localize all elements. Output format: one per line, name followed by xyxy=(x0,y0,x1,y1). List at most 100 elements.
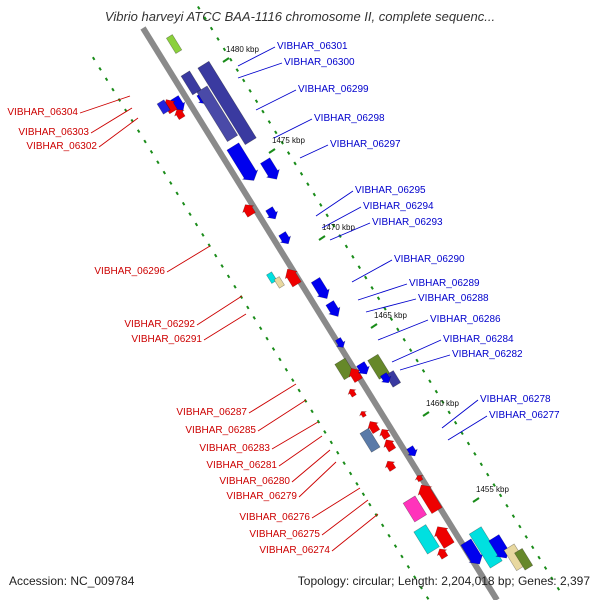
forward-leader-line xyxy=(377,319,429,341)
gene-feature[interactable] xyxy=(196,85,239,142)
forward-gene-label[interactable]: VIBHAR_06286 xyxy=(430,314,501,325)
gene-feature[interactable] xyxy=(197,60,257,146)
reverse-dot-track xyxy=(303,398,308,403)
gene-box xyxy=(402,495,428,523)
gene-feature[interactable] xyxy=(402,495,428,523)
forward-gene-label[interactable]: VIBHAR_06297 xyxy=(330,139,401,150)
reverse-gene-label[interactable]: VIBHAR_06275 xyxy=(249,529,320,540)
reverse-gene-label[interactable]: VIBHAR_06291 xyxy=(131,334,202,345)
dotted-tracks xyxy=(91,5,561,600)
reverse-gene-label[interactable]: VIBHAR_06303 xyxy=(18,127,89,138)
forward-gene-label[interactable]: VIBHAR_06300 xyxy=(284,57,355,68)
forward-dot-track xyxy=(518,524,522,529)
gene-box xyxy=(197,60,257,146)
gene-feature[interactable] xyxy=(459,538,486,569)
forward-gene-label[interactable]: VIBHAR_06298 xyxy=(314,113,385,124)
gene-arrow xyxy=(310,276,330,299)
kbp-label: 1460 kbp xyxy=(426,399,459,408)
gene-feature[interactable] xyxy=(156,99,171,115)
forward-leader-line xyxy=(321,206,362,229)
gene-feature[interactable] xyxy=(310,276,333,302)
forward-gene-label[interactable]: VIBHAR_06288 xyxy=(418,293,489,304)
gene-feature[interactable] xyxy=(431,522,456,549)
forward-gene-label[interactable]: VIBHAR_06278 xyxy=(480,394,551,405)
gene-feature[interactable] xyxy=(282,265,303,288)
gene-arrow xyxy=(356,361,370,375)
forward-gene-label[interactable]: VIBHAR_06299 xyxy=(298,84,369,95)
gene-feature[interactable] xyxy=(346,365,364,384)
gene-arrow xyxy=(434,526,455,549)
gene-feature[interactable] xyxy=(266,271,278,284)
gene-feature[interactable] xyxy=(334,336,348,350)
reverse-gene-label[interactable]: VIBHAR_06304 xyxy=(7,107,78,118)
reverse-dot-track xyxy=(111,87,115,92)
gene-feature[interactable] xyxy=(264,206,281,223)
forward-gene-label[interactable]: VIBHAR_06295 xyxy=(355,185,426,196)
gene-feature[interactable] xyxy=(240,201,257,218)
gene-feature[interactable] xyxy=(435,546,450,560)
gene-feature[interactable] xyxy=(413,524,440,555)
reverse-gene-label[interactable]: VIBHAR_06279 xyxy=(226,491,297,502)
gene-feature[interactable] xyxy=(383,458,398,472)
reverse-gene-label[interactable]: VIBHAR_06276 xyxy=(239,512,310,523)
gene-feature[interactable] xyxy=(385,370,402,388)
forward-dot-track xyxy=(389,317,394,321)
reverse-dot-track xyxy=(201,232,205,237)
gene-feature[interactable] xyxy=(259,157,283,184)
forward-gene-label[interactable]: VIBHAR_06293 xyxy=(372,217,443,228)
gene-feature[interactable] xyxy=(346,387,358,399)
forward-dot-track xyxy=(319,203,323,207)
forward-gene-label[interactable]: VIBHAR_06294 xyxy=(363,201,434,212)
forward-leader-line xyxy=(351,259,393,283)
gene-feature[interactable] xyxy=(414,481,443,515)
gene-feature[interactable] xyxy=(324,300,343,320)
reverse-gene-label[interactable]: VIBHAR_06296 xyxy=(94,266,165,277)
reverse-dot-track xyxy=(98,67,102,71)
gene-feature[interactable] xyxy=(358,409,368,418)
forward-leader-line xyxy=(299,144,329,159)
gene-feature[interactable] xyxy=(405,445,420,459)
reverse-gene-label[interactable]: VIBHAR_06283 xyxy=(199,443,270,454)
forward-gene-label[interactable]: VIBHAR_06301 xyxy=(277,41,348,52)
forward-dot-track xyxy=(203,16,207,21)
gene-feature[interactable] xyxy=(414,473,425,483)
gene-feature[interactable] xyxy=(180,70,202,96)
reverse-gene-label[interactable]: VIBHAR_06285 xyxy=(185,425,256,436)
gene-arrow xyxy=(379,429,391,440)
reverse-gene-label[interactable]: VIBHAR_06292 xyxy=(124,319,195,330)
gene-feature[interactable] xyxy=(377,426,392,440)
reverse-dot-track xyxy=(214,253,218,258)
gene-feature[interactable] xyxy=(172,106,187,121)
gene-feature[interactable] xyxy=(365,418,382,435)
gene-feature[interactable] xyxy=(355,360,372,377)
forward-gene-label[interactable]: VIBHAR_06290 xyxy=(394,254,465,265)
forward-dot-track xyxy=(486,472,490,477)
gene-feature[interactable] xyxy=(225,142,261,185)
topology-text: Topology: circular; Length: 2,204,018 bp… xyxy=(297,574,590,588)
gene-feature[interactable] xyxy=(514,547,534,571)
reverse-gene-label[interactable]: VIBHAR_06302 xyxy=(26,141,97,152)
reverse-dot-track xyxy=(258,326,263,331)
gene-feature[interactable] xyxy=(359,427,381,453)
forward-leader-line xyxy=(441,399,479,429)
forward-gene-label[interactable]: VIBHAR_06289 xyxy=(409,278,480,289)
reverse-gene-label[interactable]: VIBHAR_06274 xyxy=(259,545,330,556)
gene-feature[interactable] xyxy=(165,34,183,54)
reverse-gene-label[interactable]: VIBHAR_06287 xyxy=(176,407,247,418)
reverse-gene-label[interactable]: VIBHAR_06281 xyxy=(206,460,277,471)
reverse-dot-track xyxy=(181,201,186,206)
gene-feature[interactable] xyxy=(379,372,394,386)
gene-feature[interactable] xyxy=(381,437,398,454)
forward-dot-track xyxy=(408,348,413,353)
gene-feature[interactable] xyxy=(277,230,294,247)
reverse-leader-line xyxy=(98,117,139,148)
forward-gene-label[interactable]: VIBHAR_06277 xyxy=(489,410,560,421)
gene-feature[interactable] xyxy=(273,276,285,289)
forward-gene-label[interactable]: VIBHAR_06282 xyxy=(452,349,523,360)
reverse-leader-line xyxy=(291,449,331,483)
reverse-gene-label[interactable]: VIBHAR_06280 xyxy=(219,476,290,487)
gene-arrow xyxy=(284,268,302,288)
reverse-dot-track xyxy=(156,160,160,165)
forward-gene-label[interactable]: VIBHAR_06284 xyxy=(443,334,514,345)
